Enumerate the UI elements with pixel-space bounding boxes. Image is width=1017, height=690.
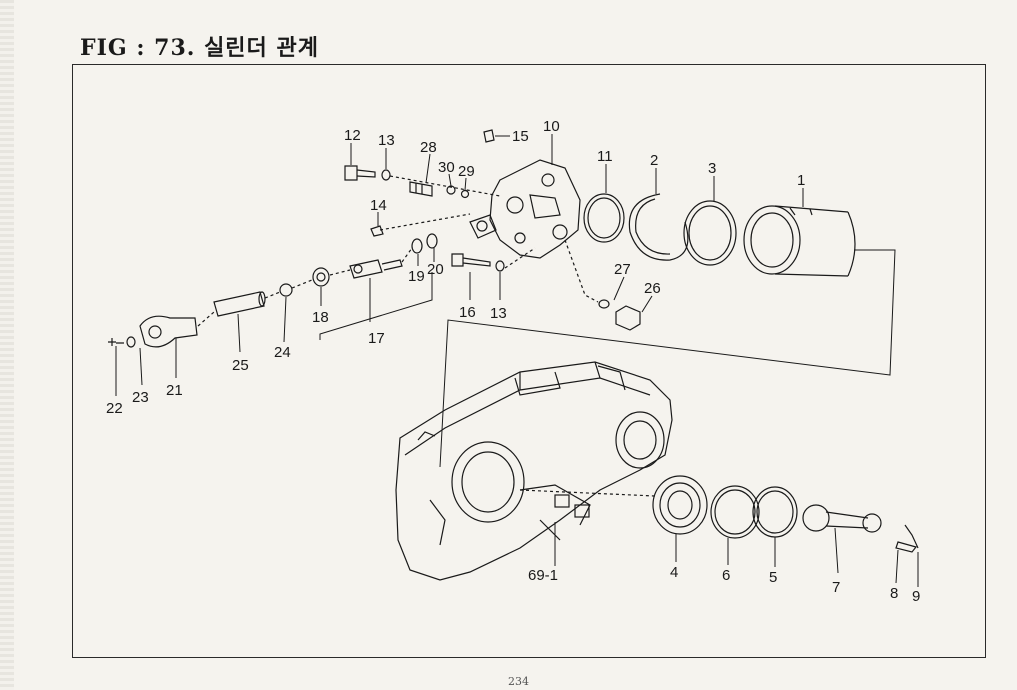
part-29 xyxy=(460,189,470,199)
cylinder-assembly xyxy=(583,193,856,277)
callout-18: 18 xyxy=(312,309,329,326)
valve-stem-17 xyxy=(349,259,383,279)
plug-26 xyxy=(615,305,641,331)
o-ring-20 xyxy=(426,233,438,249)
washer-13a xyxy=(381,169,391,181)
callout-14: 14 xyxy=(370,197,387,214)
piston-4 xyxy=(652,475,708,535)
callout-29: 29 xyxy=(458,163,475,180)
callout-9: 9 xyxy=(912,588,920,605)
sleeve-25 xyxy=(213,291,265,317)
washer-13b xyxy=(495,260,505,272)
callout-8: 8 xyxy=(890,585,898,602)
screw-22 xyxy=(108,338,124,346)
bolt-15 xyxy=(483,129,495,143)
callout-20: 20 xyxy=(427,261,444,278)
callout-12: 12 xyxy=(344,127,361,144)
callout-7: 7 xyxy=(832,579,840,596)
callout-1: 1 xyxy=(797,172,805,189)
cylinder-head-body xyxy=(395,361,673,581)
cylinder-1 xyxy=(743,205,801,275)
callout-21: 21 xyxy=(166,382,183,399)
callout-26: 26 xyxy=(644,280,661,297)
page-number: 234 xyxy=(508,675,529,688)
callout-22: 22 xyxy=(106,400,123,417)
valve-assembly xyxy=(108,233,438,348)
clip-9 xyxy=(904,524,919,549)
callout-69-1: 69-1 xyxy=(528,567,558,584)
callout-5: 5 xyxy=(769,569,777,586)
callout-2: 2 xyxy=(650,152,658,169)
callout-30: 30 xyxy=(438,159,455,176)
fasteners-upper xyxy=(344,129,641,331)
bolt-12 xyxy=(344,165,358,181)
callout-25: 25 xyxy=(232,357,249,374)
callout-10: 10 xyxy=(543,118,560,135)
piston-assembly xyxy=(519,475,919,553)
callout-27: 27 xyxy=(614,261,631,278)
callout-3: 3 xyxy=(708,160,716,177)
part-28 xyxy=(409,181,433,197)
cylinder-cover-10 xyxy=(469,159,581,259)
pin-8 xyxy=(895,541,918,553)
callout-13a: 13 xyxy=(378,132,395,149)
binding-edge xyxy=(0,0,14,690)
washer-27 xyxy=(598,299,610,309)
snap-ring-2 xyxy=(628,193,689,261)
o-ring-11 xyxy=(583,193,625,243)
cap-18 xyxy=(312,267,330,287)
callout-4: 4 xyxy=(670,564,678,581)
callout-23: 23 xyxy=(132,389,149,406)
callout-17: 17 xyxy=(368,330,385,347)
callout-19: 19 xyxy=(408,268,425,285)
nut-24 xyxy=(279,283,293,297)
bolt-14 xyxy=(370,225,384,237)
callout-6: 6 xyxy=(722,567,730,584)
washer-23 xyxy=(126,336,136,348)
callout-13b: 13 xyxy=(490,305,507,322)
rod-7 xyxy=(802,504,830,532)
callout-labels: 12 13 28 30 29 15 10 11 2 3 1 14 27 26 1… xyxy=(106,118,920,605)
callout-28: 28 xyxy=(420,139,437,156)
leader-lines xyxy=(115,134,919,587)
callout-24: 24 xyxy=(274,344,291,361)
callout-16: 16 xyxy=(459,304,476,321)
callout-15: 15 xyxy=(512,128,529,145)
diagram-frame xyxy=(72,64,986,658)
ring-6 xyxy=(710,485,760,539)
bolt-16 xyxy=(451,253,464,267)
figure-title: FIG : 73. 실린더 관계 xyxy=(80,35,319,61)
callout-11: 11 xyxy=(597,148,613,165)
body-21 xyxy=(139,315,198,348)
ring-3 xyxy=(683,200,737,266)
o-ring-19 xyxy=(411,238,423,254)
